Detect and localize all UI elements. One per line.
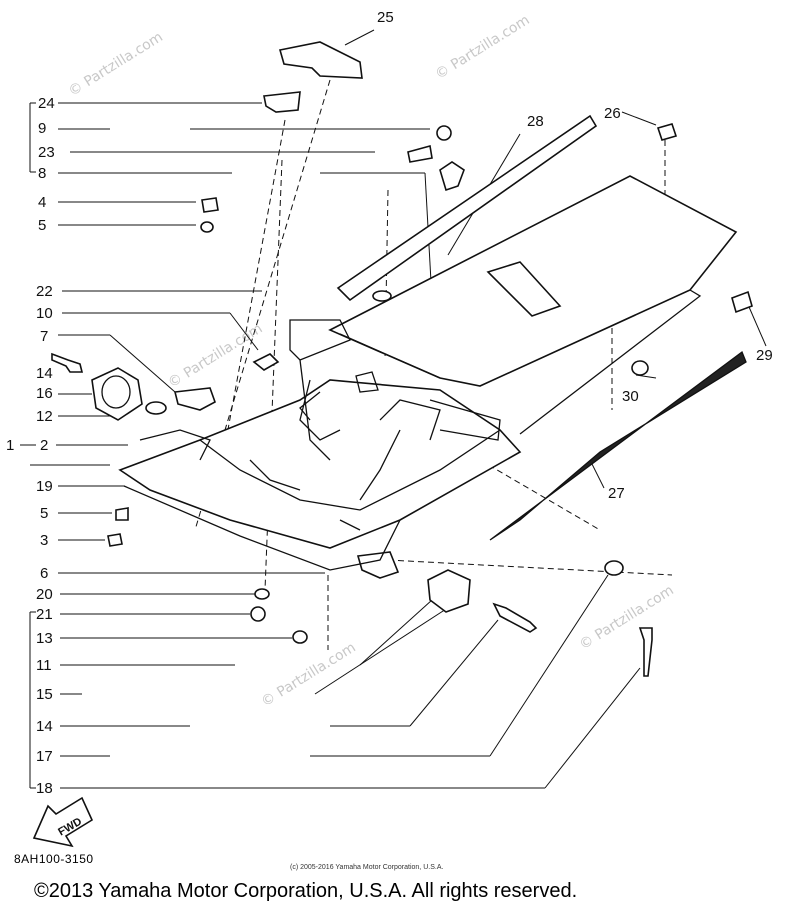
part-4-grommet bbox=[201, 197, 219, 213]
callout-1: 1 bbox=[6, 437, 14, 454]
callout-9: 9 bbox=[38, 120, 46, 137]
callout-20: 20 bbox=[36, 586, 53, 603]
part-18-rivet bbox=[638, 627, 653, 677]
callout-3: 3 bbox=[40, 532, 48, 549]
part-20-spacer bbox=[254, 588, 270, 600]
callout-labels: 25 24 9 23 8 4 5 22 10 7 14 16 12 1 2 19… bbox=[6, 9, 773, 797]
seat-pan bbox=[328, 114, 747, 541]
part-14b-bolt bbox=[492, 602, 538, 633]
part-9-cap bbox=[436, 125, 452, 141]
callout-25: 25 bbox=[377, 9, 394, 26]
callout-16: 16 bbox=[36, 385, 53, 402]
copyright-notice: ©2013 Yamaha Motor Corporation, U.S.A. A… bbox=[34, 880, 578, 902]
small-copyright: (c) 2005-2016 Yamaha Motor Corporation, … bbox=[290, 864, 444, 871]
part-23-pad bbox=[407, 144, 433, 163]
watermark: © Partzilla.com bbox=[577, 582, 677, 653]
callout-27: 27 bbox=[608, 485, 625, 502]
callout-14b: 14 bbox=[36, 718, 53, 735]
part-11-boot bbox=[427, 569, 471, 613]
part-6-bracket bbox=[356, 551, 400, 579]
part-27-strip bbox=[489, 350, 747, 541]
part-25-plate bbox=[278, 41, 363, 79]
part-16-boot bbox=[91, 367, 143, 421]
part-22-pad bbox=[372, 290, 392, 302]
diagram-code: 8AH100-3150 bbox=[14, 852, 94, 866]
group-bracket bbox=[29, 102, 36, 789]
callout-4: 4 bbox=[38, 194, 46, 211]
watermark: © Partzilla.com bbox=[66, 29, 166, 100]
callout-7: 7 bbox=[40, 328, 48, 345]
small-parts bbox=[51, 41, 753, 677]
part-29-clip bbox=[731, 290, 753, 314]
part-14-bolt bbox=[51, 352, 84, 373]
callout-5b: 5 bbox=[40, 505, 48, 522]
part-26-cap bbox=[656, 123, 678, 141]
callout-14: 14 bbox=[36, 365, 53, 382]
part-12-mount bbox=[174, 387, 216, 411]
part-5b-grommet bbox=[115, 507, 129, 521]
part-7-washer bbox=[145, 401, 167, 415]
callout-6: 6 bbox=[40, 565, 48, 582]
callout-29: 29 bbox=[756, 347, 773, 364]
callout-8: 8 bbox=[38, 165, 46, 182]
callout-21: 21 bbox=[36, 606, 53, 623]
part-3-grommet bbox=[107, 533, 123, 547]
callout-17: 17 bbox=[36, 748, 53, 765]
fwd-arrow: FWD bbox=[32, 796, 94, 848]
callout-2: 2 bbox=[40, 437, 48, 454]
part-13-grommet bbox=[292, 630, 308, 644]
callout-26: 26 bbox=[604, 105, 621, 122]
callout-19: 19 bbox=[36, 478, 53, 495]
callout-5: 5 bbox=[38, 217, 46, 234]
watermark: © Partzilla.com bbox=[165, 321, 265, 392]
callout-10: 10 bbox=[36, 305, 53, 322]
part-24-pad bbox=[263, 91, 301, 113]
part-28-strip bbox=[336, 114, 598, 302]
callout-23: 23 bbox=[38, 144, 55, 161]
frame-assembly bbox=[118, 319, 522, 571]
part-5-grommet bbox=[200, 221, 214, 233]
part-10-pad bbox=[252, 353, 280, 371]
callout-30: 30 bbox=[622, 388, 639, 405]
callout-18: 18 bbox=[36, 780, 53, 797]
part-8-bracket bbox=[439, 161, 465, 192]
callout-12: 12 bbox=[36, 408, 53, 425]
callout-24: 24 bbox=[38, 95, 55, 112]
leader-lines bbox=[20, 29, 767, 789]
callout-28: 28 bbox=[527, 113, 544, 130]
part-21-collar bbox=[250, 606, 266, 622]
watermark: © Partzilla.com bbox=[432, 12, 532, 83]
callout-11: 11 bbox=[36, 657, 52, 674]
part-30-grommet bbox=[631, 360, 649, 376]
part-17-cap bbox=[604, 560, 624, 576]
callout-13: 13 bbox=[36, 630, 53, 647]
callout-22: 22 bbox=[36, 283, 53, 300]
callout-15: 15 bbox=[36, 686, 53, 703]
